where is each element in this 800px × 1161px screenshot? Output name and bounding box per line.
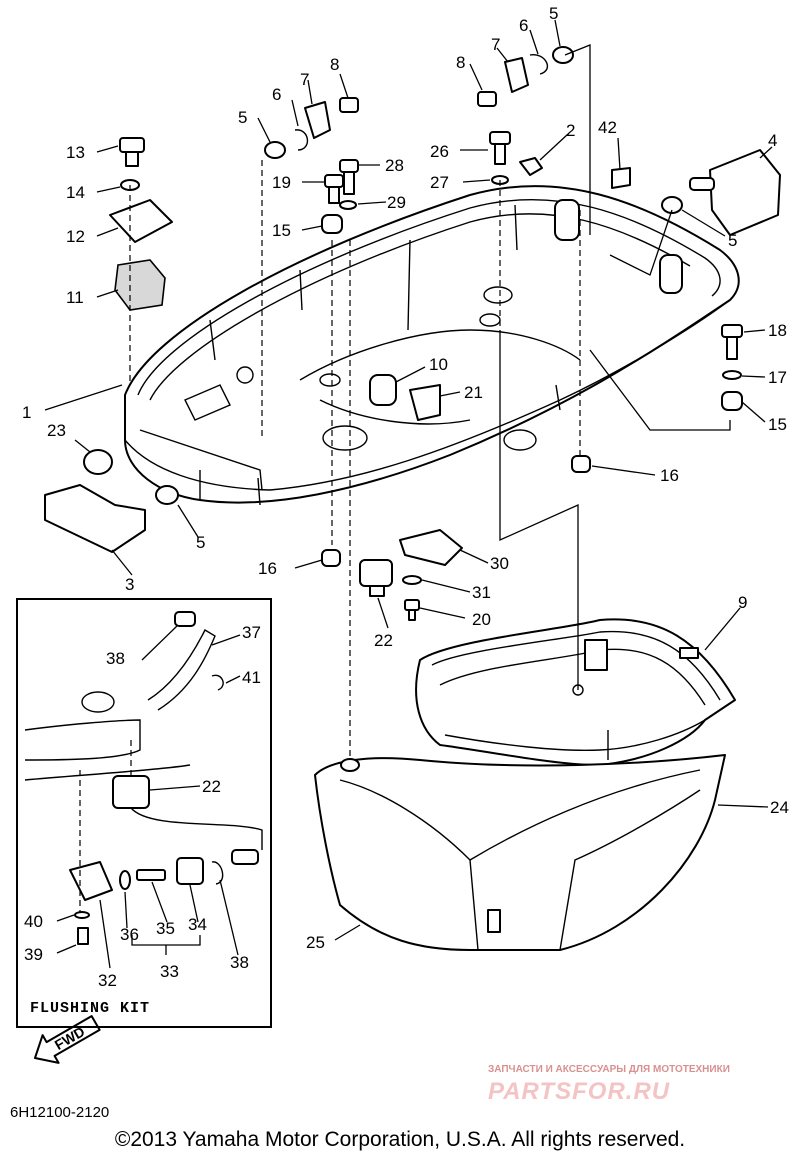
callout-5-upper-right: 5 [549, 4, 558, 23]
callout-15-right: 15 [768, 415, 787, 434]
callout-40: 40 [24, 912, 43, 931]
callout-24: 24 [770, 798, 789, 817]
callout-5-right: 5 [728, 231, 737, 250]
callout-5-left: 5 [196, 533, 205, 552]
callout-7-right: 7 [491, 35, 500, 54]
callout-29: 29 [387, 193, 406, 212]
callout-leaders [44, 19, 773, 969]
callout-1: 1 [22, 403, 31, 422]
callout-10: 10 [429, 355, 448, 374]
callout-30: 30 [490, 554, 509, 573]
callout-42: 42 [598, 118, 617, 137]
callout-41: 41 [242, 668, 261, 687]
callout-3: 3 [125, 575, 134, 594]
callout-35: 35 [156, 919, 175, 938]
lower-cowling-frame [415, 618, 736, 767]
callout-7-left: 7 [300, 70, 309, 89]
callout-36: 36 [120, 925, 139, 944]
callout-21: 21 [464, 383, 483, 402]
callout-27: 27 [430, 173, 449, 192]
callout-14: 14 [66, 183, 85, 202]
callout-16-right: 16 [660, 466, 679, 485]
flushing-kit-box [16, 598, 272, 1028]
callout-23: 23 [47, 421, 66, 440]
callout-20: 20 [472, 610, 491, 629]
watermark-tagline: ЗАПЧАСТИ И АКСЕССУАРЫ ДЛЯ МОТОТЕХНИКИ [488, 1064, 730, 1075]
callout-19: 19 [272, 173, 291, 192]
callout-22-main: 22 [374, 631, 393, 650]
watermark-logo: PARTSFOR.RU [488, 1078, 671, 1105]
callout-37: 37 [242, 623, 261, 642]
flushing-kit-parts [24, 611, 263, 955]
callout-11: 11 [66, 288, 84, 307]
callout-4: 4 [768, 131, 777, 150]
callout-34: 34 [188, 915, 207, 934]
callout-39: 39 [24, 945, 43, 964]
callout-2: 2 [566, 121, 575, 140]
document-code: 6H12100-2120 [10, 1104, 110, 1121]
callout-16-left: 16 [258, 559, 277, 578]
callout-5-top: 5 [238, 108, 247, 127]
bottom-cowling [124, 185, 740, 506]
callout-38-bottom: 38 [230, 953, 249, 972]
callout-15-left: 15 [272, 221, 291, 240]
callout-13: 13 [66, 143, 85, 162]
callout-8-right: 8 [456, 53, 465, 72]
flushing-kit-label: FLUSHING KIT [30, 1000, 151, 1017]
callout-6-left: 6 [272, 85, 281, 104]
callout-numbers: 1 2 3 4 5 5 5 5 6 6 7 7 8 8 9 10 11 12 1… [22, 4, 789, 990]
callout-12: 12 [66, 227, 85, 246]
callout-31: 31 [472, 583, 491, 602]
callout-8-left: 8 [330, 55, 339, 74]
callout-25: 25 [306, 933, 325, 952]
lower-cowling-pan [314, 754, 726, 951]
callout-22-kit: 22 [202, 777, 221, 796]
callout-38-top: 38 [106, 649, 125, 668]
callout-18: 18 [768, 321, 787, 340]
callout-17: 17 [768, 368, 787, 387]
callout-6-right: 6 [519, 16, 528, 35]
callout-9: 9 [738, 593, 747, 612]
callout-28: 28 [385, 156, 404, 175]
callout-33: 33 [160, 962, 179, 981]
hardware-bolts [44, 44, 781, 760]
callout-32: 32 [98, 971, 117, 990]
copyright-notice: ©2013 Yamaha Motor Corporation, U.S.A. A… [114, 1128, 686, 1151]
callout-26: 26 [430, 142, 449, 161]
